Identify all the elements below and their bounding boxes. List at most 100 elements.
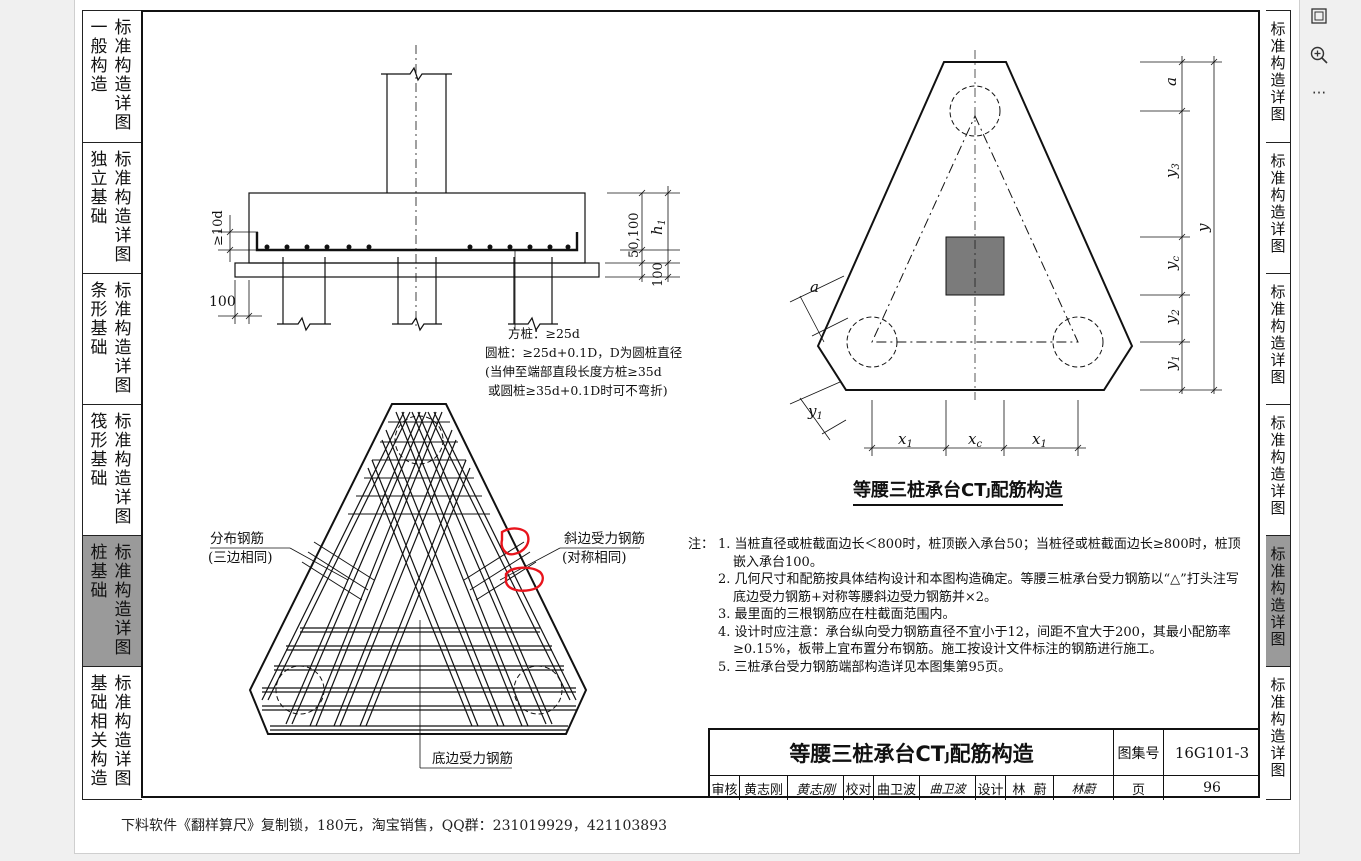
caption-text: 等腰三桩承台CT: [853, 480, 987, 501]
dim-x1-right: x1: [1032, 430, 1047, 450]
dim-y2: y2: [1162, 309, 1182, 325]
tab-label: 标准构造详图: [1270, 152, 1286, 255]
notes-block: 注： 1. 当桩直径或桩截面边长＜800时，桩顶嵌入承台50；当桩径或桩截面边长…: [688, 536, 1248, 676]
caption-subscript: J: [986, 486, 991, 499]
outline-labels: a y3 y yc y2 y1 a y1 x1 xc x1: [807, 77, 1212, 450]
left-dimensions: [218, 215, 262, 324]
tab-sublabel: 标准构造详图: [114, 281, 132, 396]
notes-list: 1. 当桩直径或桩截面边长＜800时，桩顶嵌入承台50；当桩径或桩截面边长≥80…: [688, 536, 1248, 676]
dim-y3: y3: [1162, 163, 1182, 179]
side-bars-left: [367, 411, 577, 727]
tab-label: 桩基础: [90, 543, 108, 601]
right-tab[interactable]: 标准构造详图: [1266, 143, 1290, 274]
tab-label: 标准构造详图: [1270, 283, 1286, 386]
dim-10d-label: ≥10d: [211, 210, 226, 246]
right-dimensions: [605, 186, 680, 282]
column-break-line: [381, 66, 452, 82]
note-item: 1. 当桩直径或桩截面边长＜800时，桩顶嵌入承台50；当桩径或桩截面边长≥80…: [718, 537, 1241, 570]
dim-x1-left: x1: [898, 430, 913, 450]
pile-circles: [846, 85, 1104, 368]
dim-50-100-label: 50,100: [627, 213, 642, 259]
dim-100-right-label: 100: [651, 262, 666, 287]
note-item: 4. 设计时应注意：承台纵向受力钢筋直径不宜小于12，间距不宜大于200，其最小…: [718, 624, 1231, 658]
tab-sublabel: 标准构造详图: [114, 150, 132, 265]
tab-isolated-foundation[interactable]: 独立基础 标准构造详图: [83, 143, 141, 274]
tab-sublabel: 标准构造详图: [114, 18, 132, 133]
slanted-dimensions: [789, 275, 849, 441]
atlas-label: 图集号: [1114, 730, 1164, 776]
cushion-layer: [234, 262, 600, 278]
right-tab-active[interactable]: 标准构造详图: [1266, 536, 1290, 667]
dist-rebar-label: 分布钢筋: [210, 530, 264, 547]
fit-page-icon[interactable]: [1306, 3, 1332, 29]
bottom-rebar-label: 底边受力钢筋: [432, 750, 513, 767]
anchor-note-line3: (当伸至端部直段长度方桩≥35d: [485, 364, 662, 379]
checker-name: 曲卫波: [874, 776, 920, 800]
dim-a-side: a: [810, 278, 819, 296]
plan-leaders: [210, 547, 640, 769]
tab-label: 标准构造详图: [1270, 20, 1286, 123]
section-labels: ≥10d 50,100 h1 100 100 方桩：≥25d 圆桩：≥25d+0…: [209, 210, 682, 398]
left-section-tabs: 一般构造 标准构造详图 独立基础 标准构造详图 条形基础 标准构造详图 筏形基础…: [82, 10, 142, 800]
tab-strip-foundation[interactable]: 条形基础 标准构造详图: [83, 274, 141, 405]
right-tab[interactable]: 标准构造详图: [1266, 667, 1290, 798]
tab-label: 一般构造: [90, 18, 108, 95]
tab-related-construction[interactable]: 基础相关构造 标准构造详图: [83, 667, 141, 798]
dist-rebar-sublabel: (三边相同): [208, 550, 273, 566]
reviewer-signature: 黄志刚: [788, 776, 844, 800]
tab-general[interactable]: 一般构造 标准构造详图: [83, 11, 141, 143]
red-circle-mark: [500, 527, 530, 556]
design-label: 设计: [976, 776, 1006, 800]
side-rebar-sublabel: (对称相同): [562, 550, 627, 566]
footer-watermark-text: 下料软件《翻样算尺》复制锁，180元，淘宝销售，QQ群：231019929，42…: [121, 818, 668, 834]
tab-sublabel: 标准构造详图: [114, 543, 132, 658]
horizontal-dimensions: [864, 400, 1086, 456]
tab-label: 条形基础: [90, 281, 108, 358]
more-icon[interactable]: ···: [1311, 84, 1327, 102]
tab-label: 筏形基础: [90, 412, 108, 489]
right-tab[interactable]: 标准构造详图: [1266, 11, 1290, 143]
tab-pile-foundation[interactable]: 桩基础 标准构造详图: [83, 536, 141, 667]
tab-label: 标准构造详图: [1270, 545, 1286, 648]
tab-label: 基础相关构造: [90, 674, 108, 789]
vertical-dimensions: [1140, 56, 1222, 394]
red-circle-mark: [504, 566, 544, 592]
tab-label: 标准构造详图: [1270, 414, 1286, 517]
bottom-rebar: [255, 232, 579, 252]
tab-label: 独立基础: [90, 150, 108, 227]
zoom-in-icon[interactable]: [1306, 42, 1332, 68]
designer-signature: 林蔚: [1054, 776, 1114, 800]
section-view: [218, 45, 680, 332]
dim-100-left-label: 100: [209, 294, 236, 310]
dim-h1-label: h1: [648, 219, 668, 235]
annotation-marks: [500, 527, 544, 592]
notes-lead: 注：: [688, 537, 715, 552]
tab-sublabel: 标准构造详图: [114, 674, 132, 789]
dim-xc: xc: [968, 430, 982, 450]
check-label: 校对: [844, 776, 874, 800]
tab-raft-foundation[interactable]: 筏形基础 标准构造详图: [83, 405, 141, 536]
dim-y1-side: y1: [807, 402, 823, 422]
cap-outline: [816, 61, 1134, 391]
designer-name: 林 蔚: [1006, 776, 1054, 800]
note-item: 5. 三桩承台受力钢筋端部构造详见本图集第95页。: [718, 659, 1012, 675]
dim-y: y: [1194, 223, 1212, 233]
cap-outline: [248, 403, 588, 735]
bottom-bars: [262, 627, 576, 731]
anchor-note-line2: 圆桩：≥25d+0.1D，D为圆桩直径: [485, 345, 682, 360]
right-tab[interactable]: 标准构造详图: [1266, 405, 1290, 536]
checker-signature: 曲卫波: [920, 776, 976, 800]
right-tab[interactable]: 标准构造详图: [1266, 274, 1290, 405]
review-label: 审核: [710, 776, 740, 800]
tab-label: 标准构造详图: [1270, 676, 1286, 779]
dim-a-top: a: [1162, 77, 1180, 86]
figure-caption: 等腰三桩承台CTJ配筋构造: [853, 476, 1063, 506]
note-item: 2. 几何尺寸和配筋按具体结构设计和本图构造确定。等腰三桩承台受力钢筋以“△”打…: [718, 572, 1239, 605]
pile-cap-outline: [248, 192, 586, 264]
drawing-frame: [141, 10, 1260, 798]
reviewer-name: 黄志刚: [740, 776, 788, 800]
piles: [277, 257, 558, 332]
